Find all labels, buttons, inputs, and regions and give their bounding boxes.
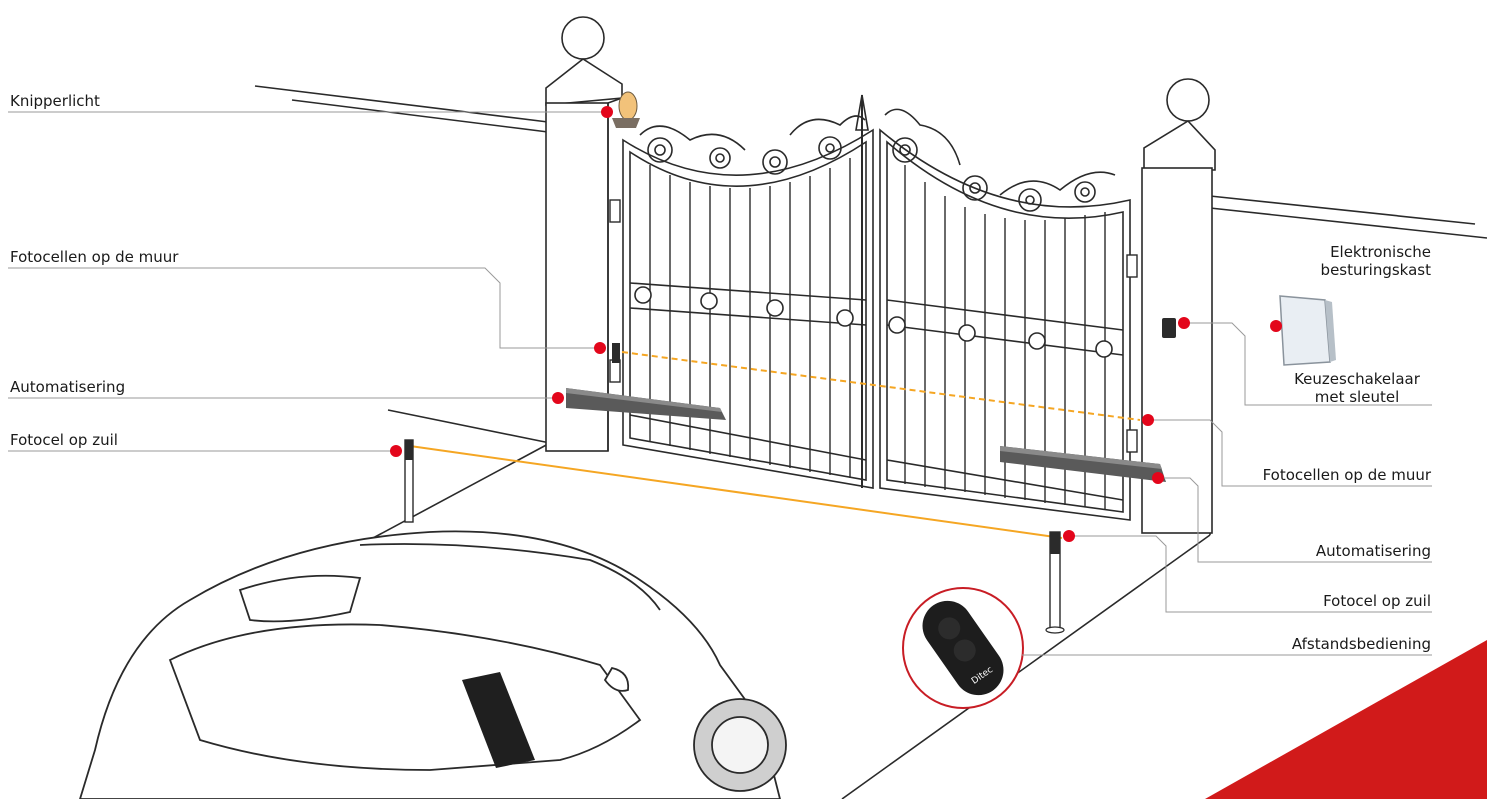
- label-fotocel-zuil-left: Fotocel op zuil: [10, 431, 118, 449]
- left-pillar: [545, 16, 623, 452]
- photocell-posts: [404, 439, 1065, 634]
- label-besturingskast-line2: besturingskast: [1320, 261, 1431, 279]
- control-box: [1279, 295, 1336, 366]
- label-knipperlicht: Knipperlicht: [10, 92, 100, 110]
- hinges: [609, 199, 1138, 453]
- corner-accent: [1205, 640, 1487, 799]
- gate-ornaments: [639, 108, 1116, 212]
- key-selector-switch: [1162, 318, 1176, 338]
- light-beams: [409, 351, 1141, 539]
- label-fotocellen-muur-right: Fotocellen op de muur: [1262, 466, 1431, 484]
- label-fotocel-zuil-right: Fotocel op zuil: [1323, 592, 1431, 610]
- label-keuzeschakelaar-line1: Keuzeschakelaar: [1294, 370, 1420, 388]
- leader-lines: [8, 111, 1432, 656]
- label-besturingskast: Elektronische besturingskast: [1321, 243, 1431, 279]
- gate-medallions: [634, 286, 1113, 358]
- label-fotocellen-muur-left: Fotocellen op de muur: [10, 248, 179, 266]
- markers: [390, 106, 1282, 542]
- label-keuzeschakelaar-line2: met sleutel: [1314, 388, 1400, 406]
- wall-photocell-left: [612, 343, 620, 363]
- label-keuzeschakelaar: Keuzeschakelaar met sleutel: [1282, 370, 1432, 406]
- label-automatisering-right: Automatisering: [1315, 542, 1431, 560]
- label-besturingskast-line1: Elektronische: [1330, 243, 1431, 261]
- label-automatisering-left: Automatisering: [10, 378, 126, 396]
- flashing-light: [612, 91, 640, 128]
- label-afstandsbediening: Afstandsbediening: [1291, 635, 1431, 653]
- gate-operators: [566, 388, 1166, 482]
- remote-control: Ditec: [902, 587, 1024, 709]
- car: [79, 530, 787, 799]
